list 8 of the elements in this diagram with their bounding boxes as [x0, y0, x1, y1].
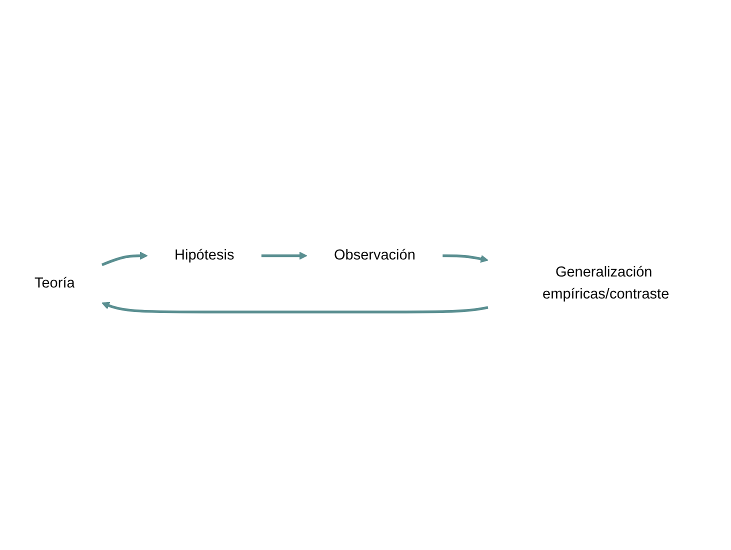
arrow	[442, 254, 488, 263]
node-text: Teoría	[34, 275, 75, 291]
node-text: Generalización empíricas/contraste	[542, 264, 670, 302]
arrow	[101, 252, 148, 266]
node-text: Hipótesis	[174, 247, 234, 263]
arrow	[261, 252, 308, 260]
node-text: Observación	[334, 247, 416, 263]
arrow	[102, 302, 488, 314]
